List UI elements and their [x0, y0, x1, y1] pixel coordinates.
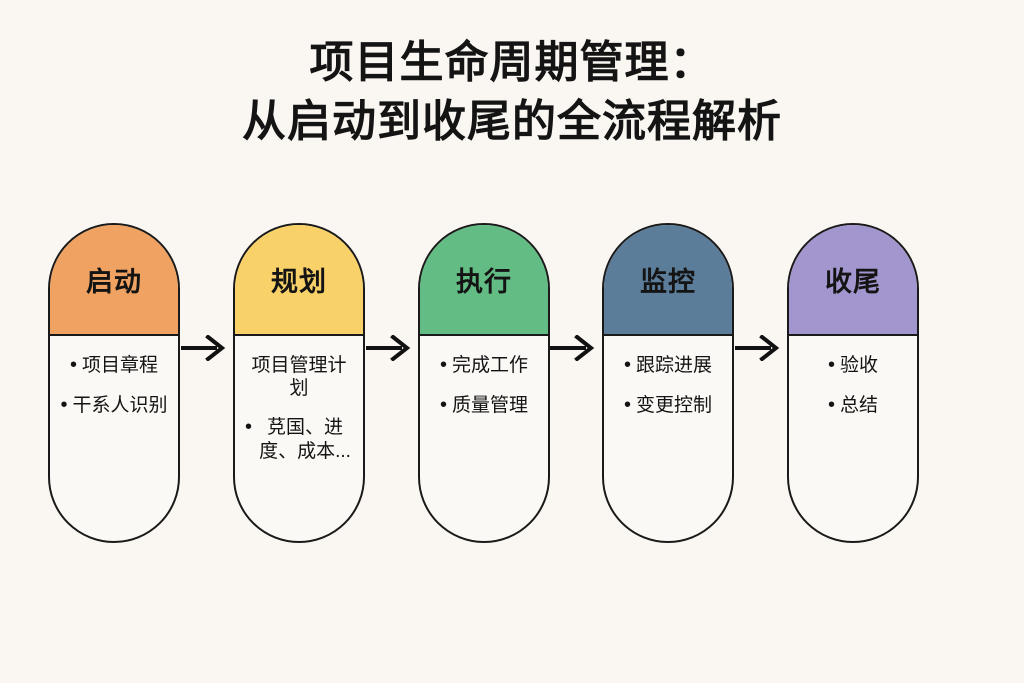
phase-header-initiate: 启动 [50, 225, 178, 336]
phase-body-plan: • 项目管理计划 • 莌国、进度、成本... [235, 336, 363, 463]
list-item: • 总结 [797, 394, 909, 418]
bullet-icon: • [439, 354, 447, 376]
phase-card-initiate[interactable]: 启动 • 项目章程 • 干系人识别 [48, 223, 180, 543]
bullet-icon: • [623, 354, 631, 376]
list-item-label: 完成工作 [452, 355, 529, 376]
list-item-label: 项目管理计划 [251, 355, 347, 400]
lifecycle-flow-diagram: 启动 • 项目章程 • 干系人识别 规划 • 项目管理计划 • 莌国、进度、成本… [48, 223, 976, 545]
bullet-icon: • [60, 393, 68, 416]
phase-label-close: 收尾 [825, 267, 881, 297]
phase-header-plan: 规划 [235, 225, 363, 336]
list-item: • 项目管理计划 [243, 354, 355, 400]
list-item: • 项目章程 [58, 354, 170, 378]
bullet-icon: • [439, 393, 447, 416]
list-item-label: 跟踪进展 [636, 355, 713, 376]
list-item: • 完成工作 [428, 354, 540, 378]
bullet-icon: • [69, 354, 77, 376]
phase-label-monitor: 监控 [640, 267, 696, 297]
phase-label-execute: 执行 [456, 267, 512, 297]
phase-card-monitor[interactable]: 监控 • 跟踪进展 • 变更控制 [602, 223, 734, 543]
phase-body-execute: • 完成工作 • 质量管理 [420, 336, 548, 417]
phase-body-monitor: • 跟踪进展 • 变更控制 [604, 336, 732, 417]
list-item-label: 项目章程 [82, 355, 159, 376]
phase-card-plan[interactable]: 规划 • 项目管理计划 • 莌国、进度、成本... [233, 223, 365, 543]
list-item-label: 质量管理 [452, 394, 529, 416]
title-line-2: 从启动到收尾的全流程解析 [242, 96, 782, 146]
page-title: 项目生命周期管理： 从启动到收尾的全流程解析 [0, 34, 1024, 151]
arrow-initiate-to-plan-icon [181, 334, 231, 362]
title-line-1: 项目生命周期管理： [309, 38, 715, 87]
phase-body-initiate: • 项目章程 • 干系人识别 [50, 336, 178, 417]
phase-header-monitor: 监控 [604, 225, 732, 336]
list-item: • 验收 [797, 354, 909, 378]
list-item: • 质量管理 [428, 394, 540, 418]
list-item: • 变更控制 [612, 394, 724, 418]
list-item-label: 莌国、进度、成本... [259, 417, 351, 462]
phase-card-execute[interactable]: 执行 • 完成工作 • 质量管理 [418, 223, 550, 543]
arrow-execute-to-monitor-icon [550, 334, 600, 362]
phase-card-close[interactable]: 收尾 • 验收 • 总结 [787, 223, 919, 543]
list-item-label: 总结 [840, 394, 879, 416]
list-item: • 莌国、进度、成本... [243, 416, 355, 462]
phase-label-plan: 规划 [271, 267, 327, 297]
phase-body-close: • 验收 • 总结 [789, 336, 917, 417]
arrow-plan-to-execute-icon [366, 334, 416, 362]
bullet-icon: • [245, 416, 253, 439]
arrow-monitor-to-close-icon [735, 334, 785, 362]
list-item-label: 验收 [840, 355, 879, 376]
list-item: • 跟踪进展 [612, 354, 724, 378]
phase-label-initiate: 启动 [86, 267, 142, 297]
bullet-icon: • [623, 393, 631, 416]
phase-header-execute: 执行 [420, 225, 548, 336]
bullet-icon: • [827, 393, 835, 416]
list-item-label: 变更控制 [636, 394, 713, 416]
list-item-label: 干系人识别 [72, 394, 168, 416]
list-item: • 干系人识别 [58, 394, 170, 418]
phase-header-close: 收尾 [789, 225, 917, 336]
bullet-icon: • [827, 354, 835, 376]
